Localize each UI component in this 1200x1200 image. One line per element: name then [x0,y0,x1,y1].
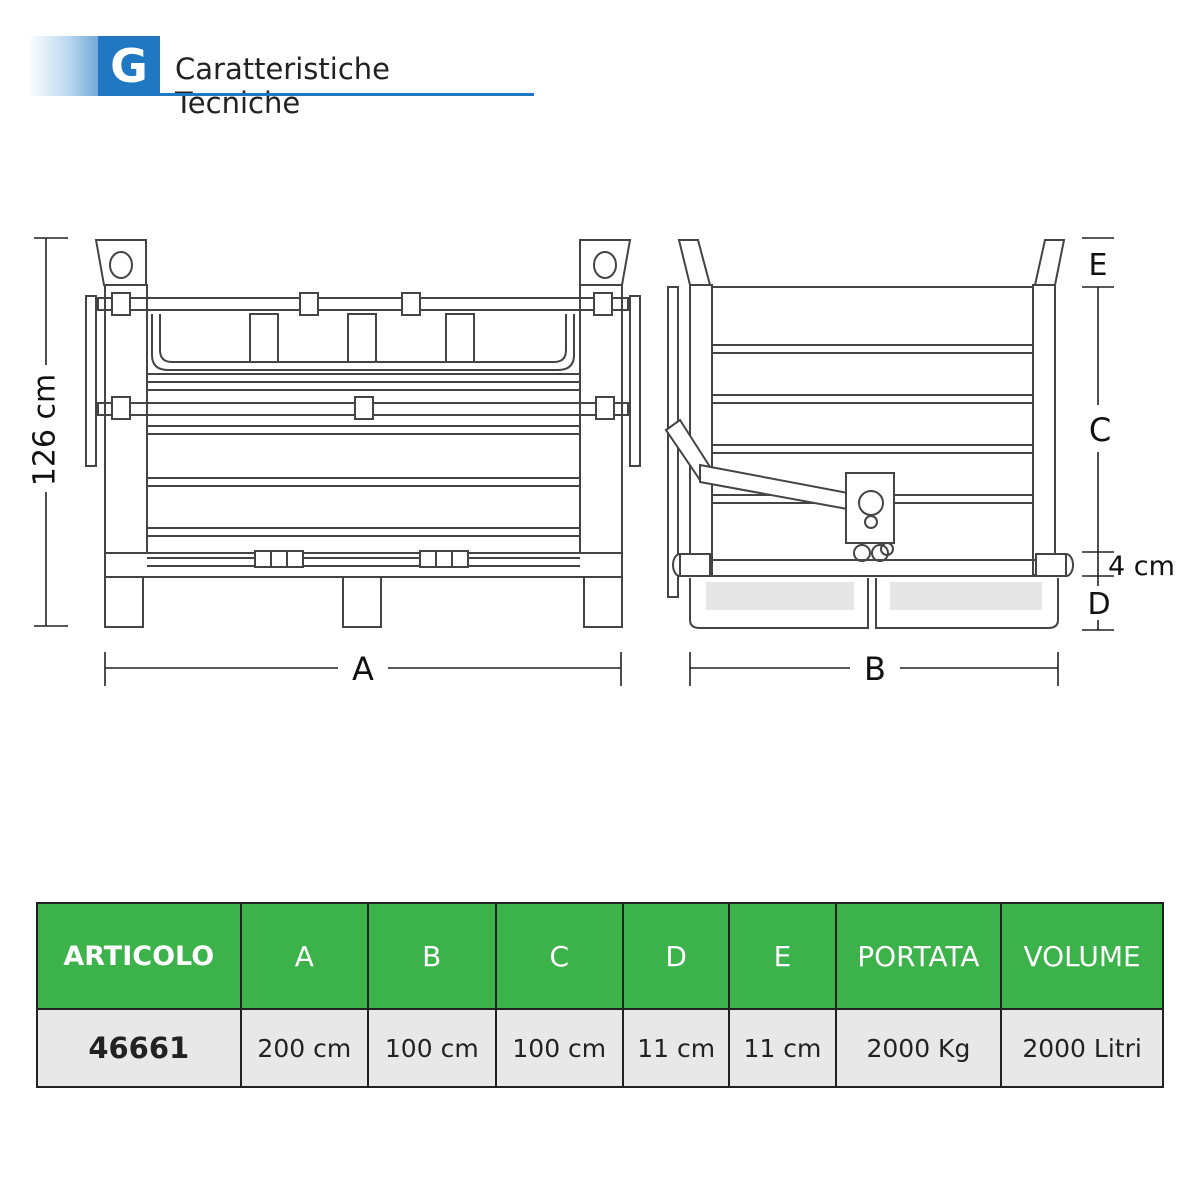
cell-articolo: 46661 [36,1008,242,1088]
page-header: G Caratteristiche Tecniche [28,36,534,120]
dimension-a-label: A [352,650,374,688]
side-view [664,239,1074,629]
table-header-row: ARTICOLO A B C D E PORTATA VOLUME [36,902,1164,1010]
dimension-e-label: E [1089,248,1108,283]
front-view [85,239,641,628]
column-header-e: E [728,902,837,1010]
table-row: 46661 200 cm 100 cm 100 cm 11 cm 11 cm 2… [36,1008,1164,1088]
column-header-volume: VOLUME [1000,902,1164,1010]
title-underline [160,93,534,96]
dimension-c-label: C [1089,411,1111,449]
column-header-b: B [367,902,497,1010]
column-header-a: A [239,902,370,1010]
cell-d: 11 cm [622,1008,731,1088]
page-title: Caratteristiche Tecniche [175,52,390,120]
technical-drawing: 126 cm A B E C 4 cm D [28,237,1175,688]
height-dimension-label: 126 cm [28,374,63,487]
cell-b: 100 cm [367,1008,497,1088]
dimension-b-label: B [864,650,886,688]
cell-c: 100 cm [494,1008,625,1088]
column-header-portata: PORTATA [834,902,1003,1010]
cell-a: 200 cm [239,1008,370,1088]
cell-volume: 2000 Litri [1000,1008,1164,1088]
column-header-c: C [494,902,625,1010]
gap-dimension-label: 4 cm [1108,551,1175,582]
dimension-d-label: D [1087,587,1110,622]
cell-e: 11 cm [728,1008,837,1088]
brand-logo-icon: G [98,36,160,96]
specifications-table: ARTICOLO A B C D E PORTATA VOLUME 46661 … [36,902,1164,1088]
cell-portata: 2000 Kg [834,1008,1003,1088]
column-header-d: D [622,902,731,1010]
column-header-articolo: ARTICOLO [36,902,242,1010]
